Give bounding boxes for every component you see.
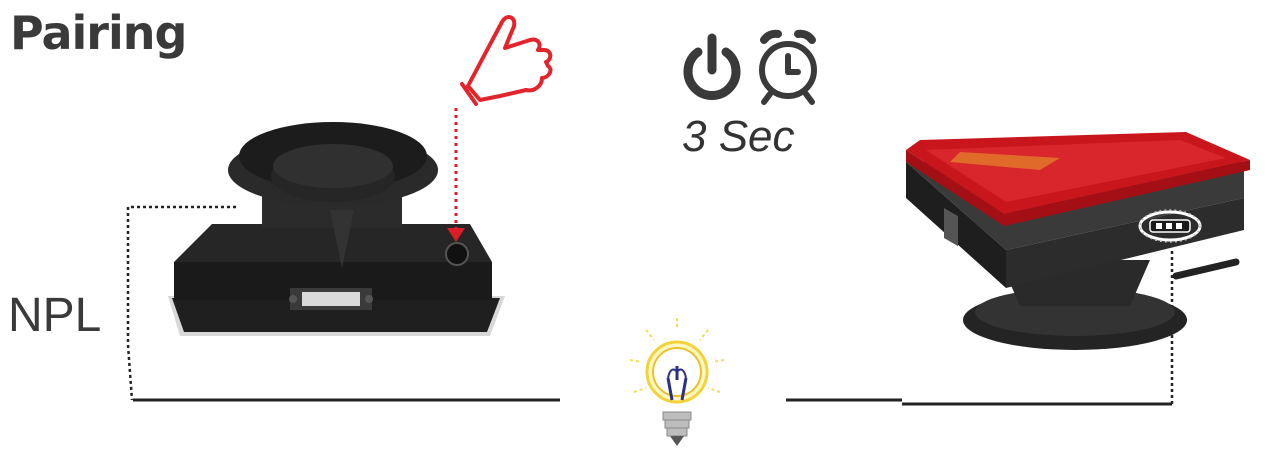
pairing-button	[446, 243, 468, 265]
alarm-clock-icon	[762, 34, 814, 102]
light-bulb-icon	[630, 318, 724, 446]
press-indicator-arrow	[447, 108, 465, 242]
power-icon	[688, 38, 736, 95]
triangle-tail-lamp	[906, 132, 1250, 350]
pointing-hand-icon	[462, 17, 550, 104]
